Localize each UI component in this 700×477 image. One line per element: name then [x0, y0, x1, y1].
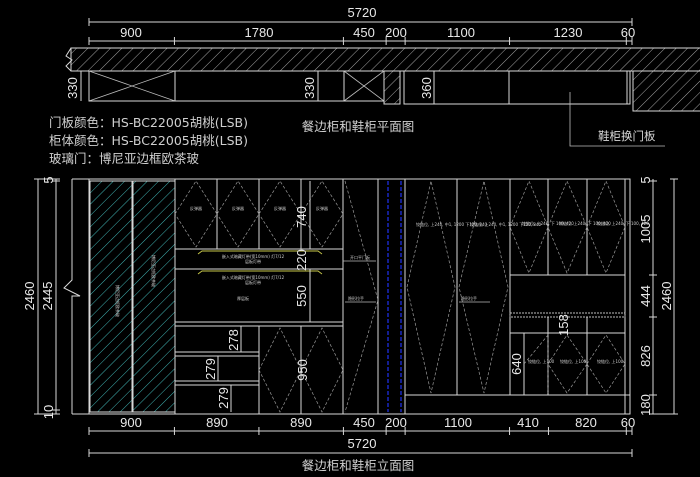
dim-740: 740: [294, 206, 309, 228]
svg-text:反弹器: 反弹器: [190, 205, 202, 211]
right-dim-5: 5: [638, 176, 653, 183]
svg-text:博尼亚边框欧茶玻: 博尼亚边框欧茶玻: [151, 255, 157, 287]
glass-door-left: [89, 180, 133, 413]
elevation-view: 博尼亚边框欧茶玻 博尼亚边框欧茶玻 反弹器 反弹器 反弹器 反弹器 嵌入式暗藏灯…: [22, 176, 678, 473]
right-dim-180: 180: [638, 394, 653, 416]
elev-seg-6: 1100: [444, 415, 472, 430]
dim-550: 550: [294, 285, 309, 307]
svg-text:铰链位, 上100: 铰链位, 上100: [597, 358, 624, 364]
plan-sideboard: [88, 70, 385, 102]
plan-return-wall: [632, 70, 700, 112]
plan-depth-mid: 330: [302, 77, 317, 99]
elev-seg-5: 200: [385, 415, 407, 430]
left-dim-bottom: 10: [41, 405, 56, 419]
svg-text:嵌入式暗藏灯带(宽10mm) 灯7/12: 嵌入式暗藏灯带(宽10mm) 灯7/12: [222, 253, 285, 259]
callout-leader: [569, 92, 665, 147]
elevation-title: 餐边柜和鞋柜立面图: [302, 458, 415, 473]
dim-950: 950: [295, 359, 310, 381]
svg-text:铰链位, 上240, 下 100, 420: 铰链位, 上240, 下 100, 420: [597, 220, 649, 226]
note-door-color: 门板颜色：HS-BC22005胡桃(LSB): [49, 115, 248, 130]
plan-seg-6: 1230: [554, 25, 583, 40]
elevation-outline: [88, 178, 631, 415]
plan-seg-2: 1780: [245, 25, 274, 40]
plan-title: 餐边柜和鞋柜平面图: [302, 119, 415, 134]
dim-278: 278: [226, 329, 241, 351]
svg-text:隐形拉手: 隐形拉手: [348, 295, 364, 301]
svg-text:反弹器: 反弹器: [274, 205, 286, 211]
elev-seg-7: 410: [517, 415, 539, 430]
dim-220: 220: [294, 249, 309, 271]
plan-total-dim: 5720: [348, 5, 377, 20]
svg-text:层板灯带: 层板灯带: [245, 279, 261, 285]
svg-text:铰链位, 上240, 下 100, 420: 铰链位, 上240, 下 100, 420: [559, 220, 611, 226]
svg-text:铰链位, 上240, 中1, 1200 下120, 840: 铰链位, 上240, 中1, 1200 下120, 840: [416, 221, 488, 227]
left-dim-overall: 2460: [22, 282, 37, 311]
right-dim-1005: 1005: [638, 215, 653, 244]
elev-seg-2: 890: [206, 415, 228, 430]
svg-text:铰链位, 上100: 铰链位, 上100: [560, 358, 587, 364]
elev-seg-8: 820: [575, 415, 597, 430]
left-dim-inner: 2445: [40, 282, 55, 311]
plan-seg-4: 200: [385, 25, 407, 40]
right-dim-826: 826: [638, 345, 653, 367]
note-glass-door: 玻璃门：博尼亚边框欧茶玻: [49, 151, 200, 166]
right-dim-overall: 2460: [659, 282, 674, 311]
svg-text:嵌入式暗藏灯带(宽10mm) 灯7/12: 嵌入式暗藏灯带(宽10mm) 灯7/12: [222, 274, 285, 280]
svg-text:厚层板: 厚层板: [237, 295, 249, 301]
svg-text:博尼亚边框欧茶玻: 博尼亚边框欧茶玻: [115, 285, 121, 317]
svg-text:铰链位, 上100: 铰链位, 上100: [528, 358, 555, 364]
plan-seg-3: 450: [353, 25, 375, 40]
plan-seg-5: 1100: [447, 25, 475, 40]
plan-shoe-cabinet: [403, 70, 631, 105]
plan-depth-right: 360: [419, 77, 434, 99]
elev-seg-9: 60: [621, 415, 635, 430]
svg-text:层板灯带: 层板灯带: [245, 258, 261, 264]
plan-depth-left: 330: [65, 77, 80, 99]
plan-seg-7: 60: [621, 25, 635, 40]
svg-text:铰链位, 上240, 中1, 1200 下120, 840: 铰链位, 上240, 中1, 1200 下120, 840: [470, 221, 542, 227]
glass-door-right: [132, 180, 176, 413]
right-dim-444: 444: [638, 285, 653, 307]
material-notes: 门板颜色：HS-BC22005胡桃(LSB) 柜体颜色：HS-BC22005胡桃…: [49, 115, 248, 166]
dim-640: 640: [509, 353, 524, 375]
svg-text:开口平门板: 开口平门板: [350, 254, 370, 260]
svg-text:反弹器: 反弹器: [316, 205, 328, 211]
plan-seg-1: 900: [120, 25, 142, 40]
dim-158: 158: [556, 314, 571, 336]
left-dim-top: 5: [41, 176, 56, 183]
svg-text:铰链位, 上240, 下 100, 420: 铰链位, 上240, 下 100, 420: [522, 220, 574, 226]
elev-seg-4: 450: [353, 415, 375, 430]
plan-wall-hatch: [70, 47, 700, 72]
callout-shoe-door: 鞋柜换门板: [598, 129, 656, 143]
dim-279b: 279: [216, 387, 231, 409]
note-body-color: 柜体颜色：HS-BC22005胡桃(LSB): [49, 133, 248, 148]
svg-text:隐形拉手: 隐形拉手: [461, 295, 477, 301]
open-niche: [174, 248, 344, 270]
elev-seg-1: 900: [120, 415, 142, 430]
svg-text:反弹器: 反弹器: [232, 205, 244, 211]
shoe-rack-slat: [509, 312, 626, 318]
dim-279a: 279: [203, 358, 218, 380]
plan-view: 5720 900 1780 450 200 1100 1230 60 330 3…: [65, 5, 700, 147]
elev-total-dim: 5720: [348, 436, 377, 451]
elev-seg-3: 890: [290, 415, 312, 430]
